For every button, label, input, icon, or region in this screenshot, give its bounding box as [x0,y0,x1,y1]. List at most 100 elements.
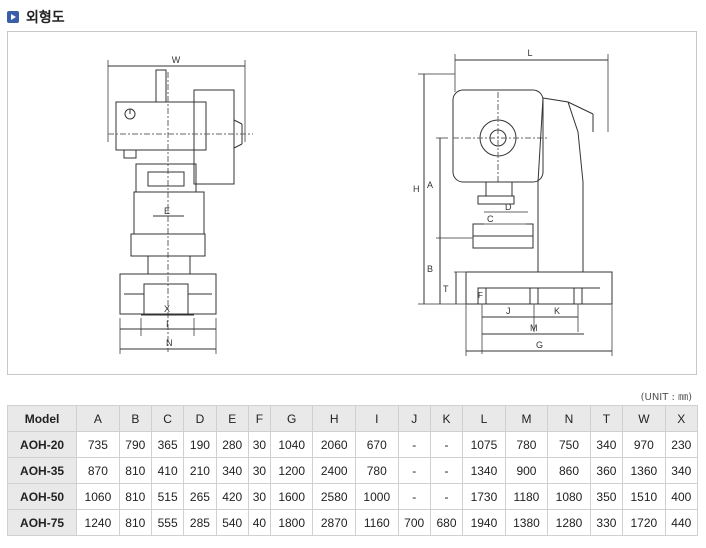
table-cell: 285 [183,509,217,536]
table-row: AOH-35 870 810 410 210 340 30 1200 2400 … [6,457,699,484]
table-cell: 1200 [269,457,314,484]
table-cell: - [429,431,464,458]
dim-label-g: G [536,340,543,350]
table-cell: 555 [150,509,185,536]
table-cell: 1080 [547,483,591,510]
table-cell: 1075 [462,431,506,458]
column-header: B [118,405,152,432]
column-header: F [247,405,271,432]
column-header: Model [6,405,78,432]
table-cell: 2580 [312,483,356,510]
unit-note: (UNIT : ㎜) [640,392,692,403]
table-cell: 230 [664,431,699,458]
spec-table: Model A B C D E F G H I J K L M N T W X … [6,405,699,536]
table-cell: 810 [118,509,152,536]
dim-label-k: K [554,306,560,316]
dim-label-n: N [166,338,173,348]
table-cell: 2400 [312,457,356,484]
table-cell: 420 [215,483,249,510]
dim-label-x: X [164,304,170,314]
column-header: A [76,405,120,432]
table-cell: 340 [215,457,249,484]
dim-label-d: D [505,202,512,212]
table-cell: 2870 [312,509,356,536]
table-cell: 1510 [622,483,666,510]
table-cell: 790 [118,431,152,458]
column-header: D [183,405,217,432]
table-cell: 440 [664,509,699,536]
table-cell: 1600 [269,483,314,510]
table-cell: 1180 [504,483,549,510]
table-cell: 900 [504,457,549,484]
dim-label-t: T [443,284,449,294]
table-cell: - [397,457,431,484]
column-header: H [312,405,356,432]
column-header: G [269,405,314,432]
column-header: N [547,405,591,432]
front-view: W E [107,55,253,354]
column-header: X [664,405,699,432]
column-header: J [397,405,431,432]
section-header: 외형도 [7,8,65,26]
table-cell: 1800 [269,509,314,536]
table-header-row: Model A B C D E F G H I J K L M N T W X [6,405,699,432]
table-cell: - [429,483,464,510]
column-header: I [355,405,399,432]
column-header: K [429,405,464,432]
table-cell: 810 [118,457,152,484]
table-cell: 340 [664,457,699,484]
table-cell: 40 [247,509,271,536]
column-header: E [215,405,249,432]
dim-label-l: L [527,48,532,58]
press-drawing-svg: W E [107,48,613,356]
column-header: L [462,405,506,432]
side-view: L D C F [413,48,613,356]
table-cell: 515 [150,483,185,510]
table-cell: 810 [118,483,152,510]
dimension-drawing: W E [7,31,697,375]
table-cell: 350 [589,483,624,510]
table-cell: 1040 [269,431,314,458]
table-cell: 1720 [622,509,666,536]
column-header: W [622,405,666,432]
column-header: M [504,405,549,432]
table-cell: 1000 [355,483,399,510]
table-cell: 280 [215,431,249,458]
table-row: AOH-50 1060 810 515 265 420 30 1600 2580… [6,483,699,510]
table-row: AOH-20 735 790 365 190 280 30 1040 2060 … [6,431,699,458]
table-cell: 670 [355,431,399,458]
table-cell: 330 [589,509,624,536]
dim-label-b: B [427,264,433,274]
table-cell: 410 [150,457,185,484]
table-cell: 1360 [622,457,666,484]
table-cell: 540 [215,509,249,536]
table-cell: 1160 [355,509,399,536]
dim-label-e: E [164,206,170,216]
table-cell: 1060 [76,483,120,510]
table-cell: 780 [504,431,549,458]
table-cell: - [397,483,431,510]
table-cell: 700 [397,509,431,536]
dim-label-j: J [506,306,511,316]
table-cell: 340 [589,431,624,458]
table-cell: 970 [622,431,666,458]
table-cell: 860 [547,457,591,484]
dim-label-f: F [478,291,483,300]
model-cell: AOH-50 [6,483,78,510]
table-cell: 210 [183,457,217,484]
table-cell: 2060 [312,431,356,458]
table-cell: 1940 [462,509,506,536]
table-cell: 30 [247,431,271,458]
arrow-square-icon [7,11,19,23]
table-cell: 30 [247,457,271,484]
table-cell: 735 [76,431,120,458]
table-cell: 400 [664,483,699,510]
dim-label-a: A [427,180,433,190]
table-cell: 1730 [462,483,506,510]
table-cell: 750 [547,431,591,458]
table-cell: - [397,431,431,458]
table-cell: 1240 [76,509,120,536]
model-cell: AOH-75 [6,509,78,536]
table-cell: 870 [76,457,120,484]
table-cell: 365 [150,431,185,458]
